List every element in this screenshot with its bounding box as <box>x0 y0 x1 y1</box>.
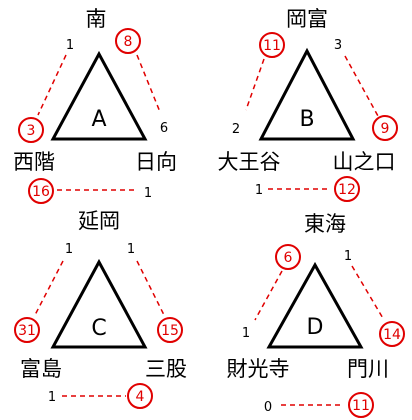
red-circle-c-bottom <box>127 383 153 409</box>
red-circle-a-right <box>115 28 141 54</box>
dashed-line-b-right <box>344 55 379 117</box>
letter-d: D <box>307 315 324 340</box>
count-b-bottom: 1 <box>255 183 263 198</box>
red-count-b-bottom: 12 <box>338 182 356 198</box>
group-a: A 南 西階 日向 1 3 8 6 16 1 <box>13 7 177 204</box>
red-circle-b-bottom <box>334 176 360 202</box>
dashed-line-c-left <box>34 260 64 316</box>
group-c: C 延岡 富島 三股 1 31 1 15 1 4 <box>14 209 187 409</box>
triangle-c <box>50 258 148 349</box>
dashed-line-b-left <box>245 58 265 111</box>
count-d-bottom: 0 <box>264 400 272 415</box>
count-b-right: 3 <box>334 38 342 53</box>
red-circle-d-right <box>379 321 405 347</box>
red-count-a-right: 8 <box>124 34 133 50</box>
red-count-c-bottom: 4 <box>136 389 145 405</box>
name-b-right: 山之口 <box>333 150 396 174</box>
triangle-b <box>258 47 356 141</box>
red-count-d-bottom: 11 <box>352 398 370 414</box>
letter-c: C <box>91 316 106 341</box>
count-c-bottom: 1 <box>48 390 56 405</box>
count-d-left: 1 <box>242 326 250 341</box>
red-count-c-right: 15 <box>161 323 179 339</box>
name-b-left: 大王谷 <box>218 150 281 174</box>
triangle-a <box>50 50 148 141</box>
name-d-right: 門川 <box>347 357 389 381</box>
red-count-a-bottom: 16 <box>32 184 50 200</box>
red-circle-a-left <box>18 117 44 143</box>
group-d: D 東海 財光寺 門川 6 1 1 14 0 11 <box>227 212 405 418</box>
red-count-a-left: 3 <box>27 123 36 139</box>
red-circle-c-right <box>157 317 183 343</box>
count-a-right: 6 <box>160 121 168 136</box>
name-c-top: 延岡 <box>78 209 120 233</box>
count-c-right: 1 <box>127 242 135 257</box>
letter-b: B <box>299 107 314 132</box>
count-a-left: 1 <box>66 38 74 53</box>
name-a-top: 南 <box>86 7 107 31</box>
red-count-c-left: 31 <box>18 323 36 339</box>
dashed-line-a-left <box>37 54 67 116</box>
red-circle-a-bottom <box>28 178 54 204</box>
name-d-top: 東海 <box>304 212 346 236</box>
red-count-b-right: 9 <box>381 121 390 137</box>
red-circle-c-left <box>14 317 40 343</box>
group-b: B 岡富 大王谷 山之口 11 2 3 9 1 12 <box>218 7 398 202</box>
count-d-right: 1 <box>344 249 352 264</box>
dashed-line-a-right <box>136 54 161 113</box>
name-c-left: 富島 <box>20 357 62 381</box>
dashed-line-c-right <box>136 260 165 316</box>
dashed-line-d-right <box>351 265 385 321</box>
red-circle-b-right <box>372 115 398 141</box>
letter-a: A <box>91 107 106 132</box>
count-c-left: 1 <box>65 242 73 257</box>
red-circle-d-left <box>275 244 301 270</box>
red-circle-b-left <box>259 32 285 58</box>
name-c-right: 三股 <box>145 357 187 381</box>
name-a-left: 西階 <box>13 150 55 174</box>
name-b-top: 岡富 <box>286 7 328 31</box>
triangle-d <box>266 261 364 349</box>
dashed-line-d-left <box>254 270 283 321</box>
red-circle-d-bottom <box>348 392 374 418</box>
count-b-left: 2 <box>232 122 240 137</box>
count-a-bottom: 1 <box>144 186 152 201</box>
name-d-left: 財光寺 <box>227 357 290 381</box>
red-count-b-left: 11 <box>263 38 281 54</box>
red-count-d-left: 6 <box>284 250 293 266</box>
red-count-d-right: 14 <box>383 327 401 343</box>
name-a-right: 日向 <box>135 150 177 174</box>
